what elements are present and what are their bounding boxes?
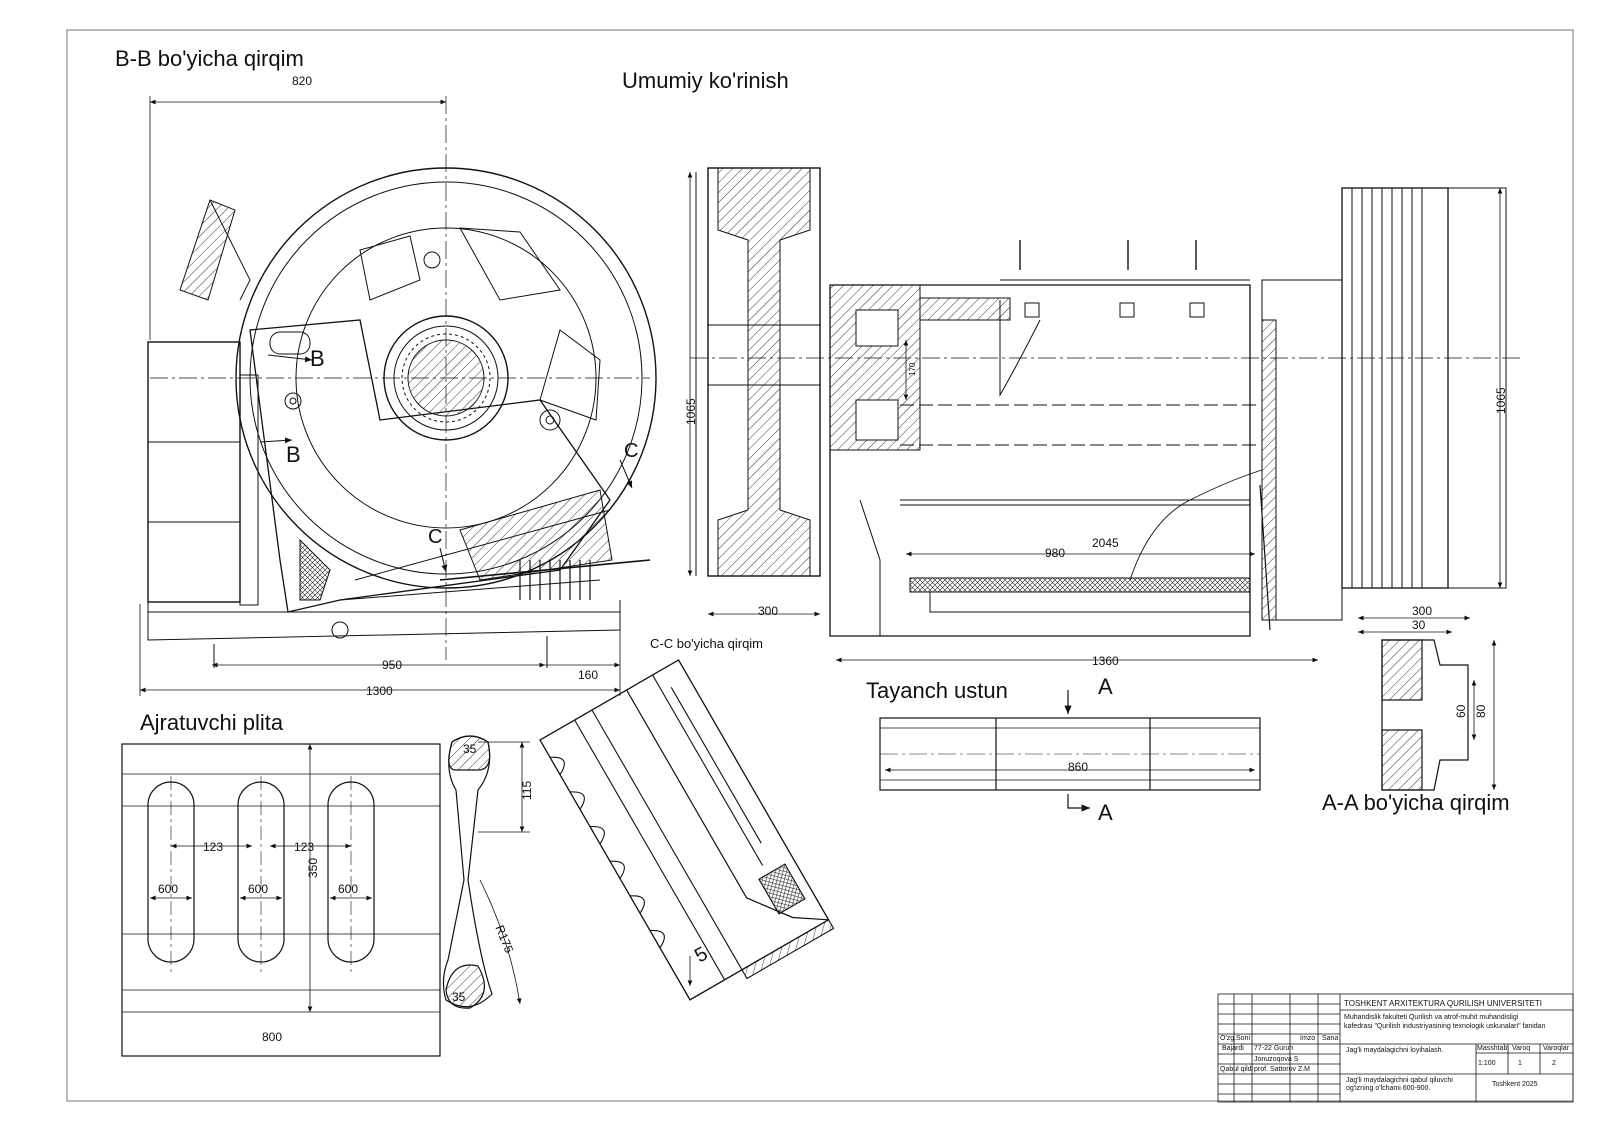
section-letter-c-right: C [624, 440, 639, 462]
general-view-title: Umumiy ko'rinish [622, 68, 789, 93]
tb-university: TOSHKENT ARXITEKTURA QURILISH UNIVERSITE… [1344, 999, 1542, 1008]
dimension-600-a: 600 [158, 882, 179, 896]
section-letter-a-top: A [1098, 674, 1113, 699]
dimension-820: 820 [292, 74, 313, 88]
dimension-300-left: 300 [758, 604, 779, 618]
dimension-123-a: 123 [203, 840, 224, 854]
section-letter-b-top: B [310, 346, 325, 371]
section-letter-c-left: C [428, 526, 443, 548]
dimension-300-right: 300 [1412, 604, 1433, 618]
tb-col-son: Soni [1236, 1035, 1251, 1042]
dimension-123-b: 123 [294, 840, 315, 854]
title-block [1217, 993, 1574, 1103]
tb-scale-label: Masshtab [1477, 1045, 1508, 1052]
dimension-860: 860 [1068, 760, 1089, 774]
dimension-35-top: 35 [463, 742, 477, 756]
tb-row3-name: prof. Sattorov Z.M [1254, 1066, 1311, 1073]
dimension-60: 60 [1454, 704, 1468, 718]
cc-section-view [539, 659, 835, 1001]
dimension-950: 950 [382, 658, 403, 672]
dimension-1065-diameter: 1065 [684, 398, 698, 425]
dimension-2045: 2045 [1092, 536, 1119, 550]
tb-sheets-label: Varoqlar [1543, 1045, 1569, 1052]
tb-col-izm: O'zg. [1220, 1035, 1237, 1042]
dimension-350: 350 [306, 857, 320, 878]
dimension-1300: 1300 [366, 684, 393, 698]
general-dimension-lines [687, 172, 1503, 663]
tb-faculty-line2: kafedrasi "Qurilish industriyasining tex… [1344, 1023, 1546, 1030]
tb-faculty-line1: Muhandislik fakulteti Qurilish va atrof-… [1344, 1014, 1519, 1021]
dimension-980: 980 [1045, 546, 1066, 560]
tb-row2-name: Jonuzoqova S [1254, 1056, 1299, 1063]
tb-sheet-label: Varoq [1512, 1045, 1531, 1052]
support-view [879, 690, 1261, 812]
tb-col-imzo: Imzo [1300, 1035, 1316, 1042]
tb-subject-line2: og'izning o'lchami 600-900. [1346, 1085, 1431, 1092]
dimension-600-b: 600 [248, 882, 269, 896]
bar-profile-view [442, 735, 530, 1009]
dimension-170: 170 [908, 362, 917, 376]
bb-dimension-lines [139, 96, 621, 696]
tb-row1-role: Bajardi [1222, 1045, 1244, 1052]
dimension-30: 30 [1412, 618, 1426, 632]
dimension-600-c: 600 [338, 882, 359, 896]
dimension-800: 800 [262, 1030, 283, 1044]
cc-section-title: C-C bo'yicha qirqim [650, 636, 764, 651]
section-letter-a-bottom: A [1098, 800, 1113, 825]
tb-subject-line1: Jag'li maydalagichni qabul qiluvchi [1346, 1077, 1453, 1084]
tb-sheets-value: 2 [1552, 1060, 1556, 1067]
general-view [690, 167, 1520, 637]
aa-section-view [1358, 629, 1497, 791]
dimension-1360: 1360 [1092, 654, 1119, 668]
dimension-115: 115 [520, 780, 534, 800]
tb-project: Jag'li maydalagichni loyihalash. [1346, 1047, 1444, 1054]
support-title: Tayanch ustun [866, 678, 1008, 703]
plate-view [121, 743, 441, 1057]
aa-section-title: A-A bo'yicha qirqim [1322, 790, 1510, 815]
sheet-frame [66, 29, 1574, 1102]
dimension-80: 80 [1474, 704, 1488, 718]
tb-scale-value: 1:100 [1478, 1060, 1496, 1067]
tb-sheet-value: 1 [1518, 1060, 1522, 1067]
bb-section-title: B-B bo'yicha qirqim [115, 46, 304, 71]
plate-title: Ajratuvchi plita [140, 710, 284, 735]
section-letter-b-bottom: B [286, 442, 301, 467]
dimension-1065-right: 1065 [1494, 387, 1508, 414]
tb-row3-role: Qabul qildi [1220, 1066, 1254, 1073]
dimension-160: 160 [578, 668, 599, 682]
dimension-35-bottom: 35 [452, 990, 466, 1004]
tb-city-year: Toshkent 2025 [1492, 1081, 1538, 1088]
tb-row1-name: 77-22 Guruh [1254, 1045, 1294, 1052]
tb-col-sana: Sana [1322, 1035, 1339, 1042]
bb-section-view [147, 96, 657, 668]
